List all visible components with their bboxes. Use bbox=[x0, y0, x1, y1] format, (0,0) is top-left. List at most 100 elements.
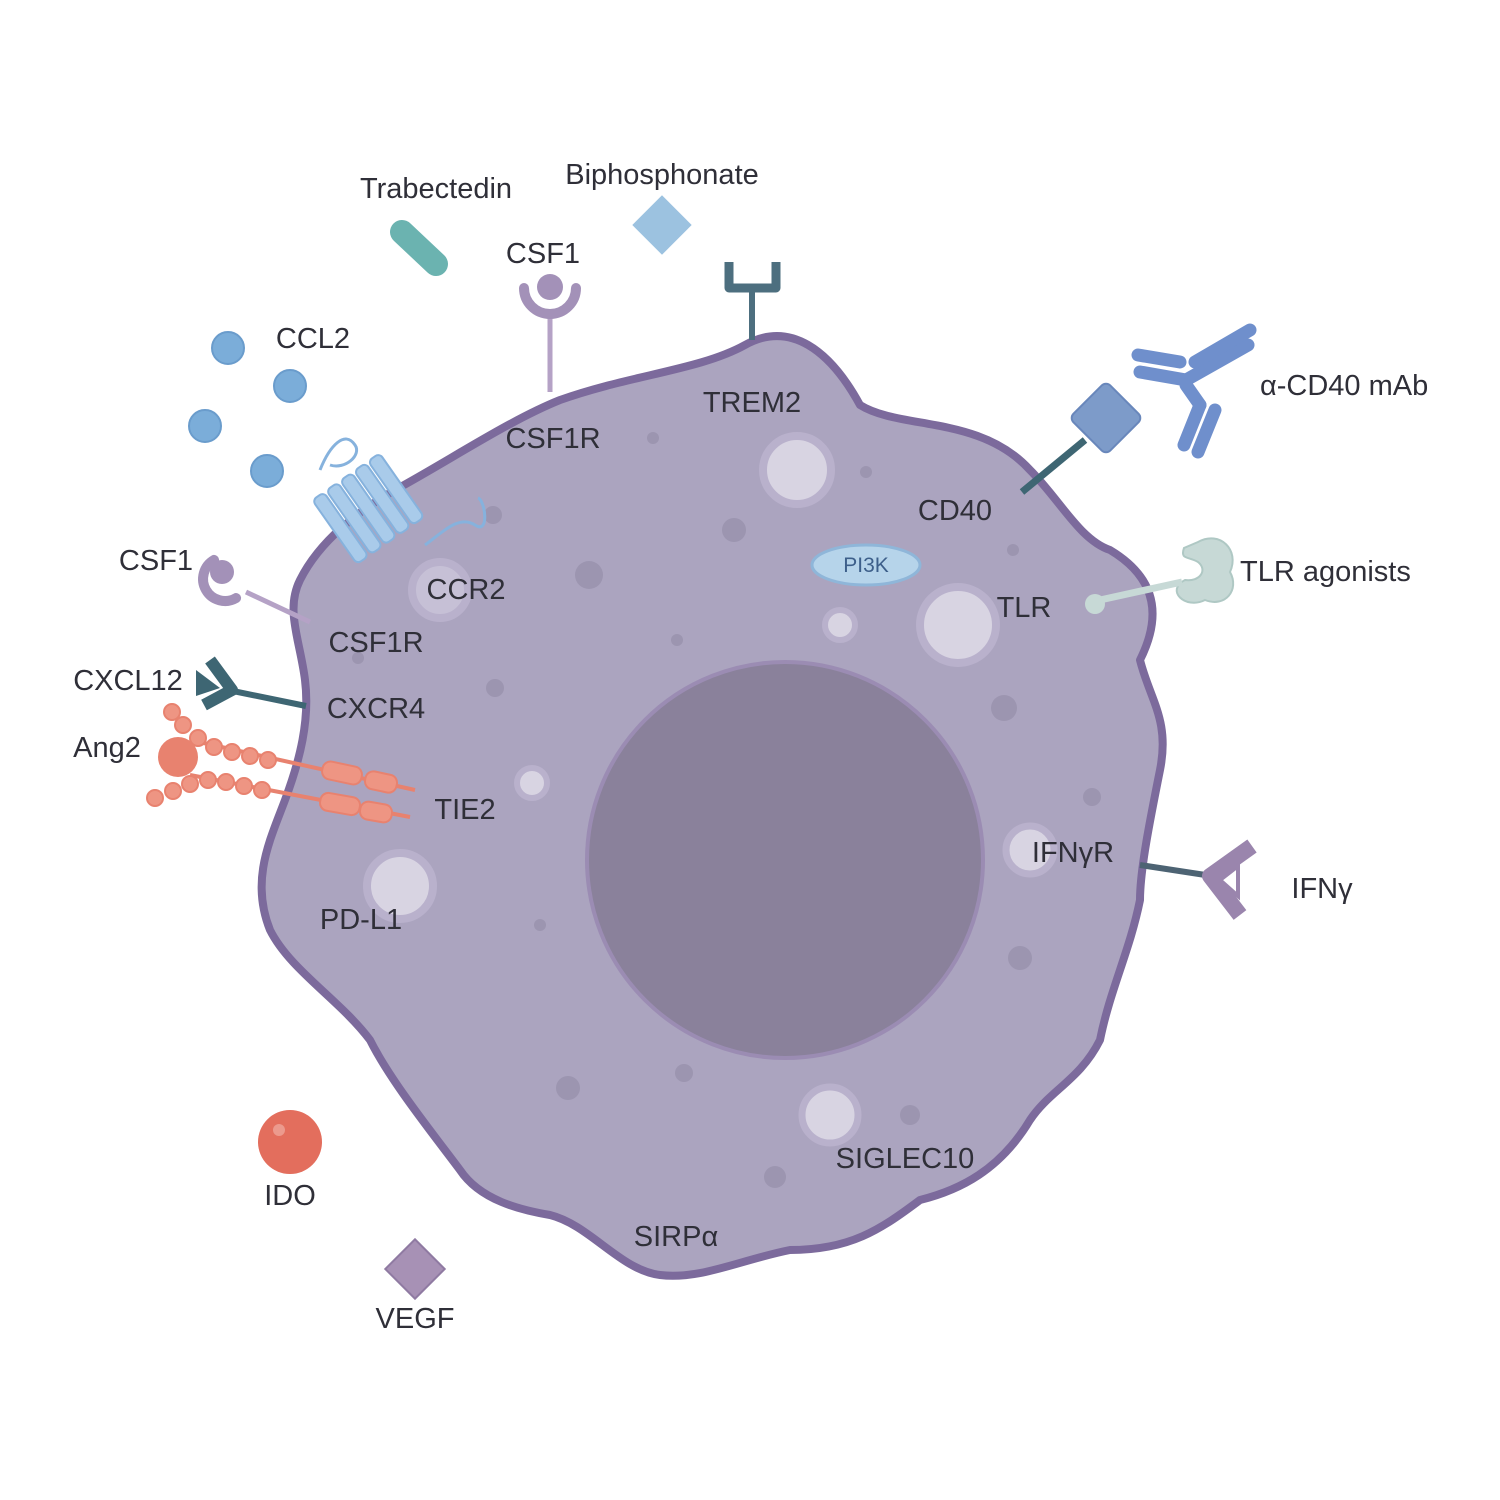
csf1-left-ligand-icon bbox=[210, 560, 234, 584]
tie2-domain bbox=[358, 800, 394, 824]
ifngr-receptor-icon bbox=[1202, 839, 1257, 920]
tie2-bead bbox=[223, 743, 241, 761]
csf1r-left-stalk bbox=[244, 589, 312, 625]
granule bbox=[486, 679, 504, 697]
tie2-bead-chain bbox=[146, 703, 277, 807]
tie2-bead bbox=[235, 777, 253, 795]
cxcr4-label: CXCR4 bbox=[327, 693, 425, 725]
cd40-label: CD40 bbox=[918, 495, 992, 527]
pi3k-enzyme bbox=[810, 543, 922, 587]
acd40-label: α-CD40 mAb bbox=[1260, 370, 1428, 402]
granule bbox=[900, 1105, 920, 1125]
ang2-label: Ang2 bbox=[73, 732, 141, 764]
pdl1-label: PD-L1 bbox=[320, 904, 402, 936]
ccl2-chemokine-icon bbox=[273, 369, 307, 403]
ccl2-label: CCL2 bbox=[276, 323, 350, 355]
ccr2-helix bbox=[368, 454, 424, 525]
tie2-bead bbox=[241, 747, 259, 765]
tie2-domain bbox=[321, 760, 363, 786]
ccr2-helix bbox=[313, 493, 368, 564]
ccr2-helix bbox=[341, 473, 396, 544]
tie2-bead bbox=[146, 789, 164, 807]
biphosphonate-label: Biphosphonate bbox=[565, 159, 759, 191]
ifng-label: IFNγ bbox=[1291, 873, 1353, 905]
trem2-receptor-icon bbox=[724, 262, 781, 293]
tie2-bead bbox=[259, 751, 277, 769]
csf1r-left-receptor-icon bbox=[198, 554, 242, 606]
granule bbox=[534, 919, 546, 931]
tie2-bead bbox=[181, 775, 199, 793]
granule bbox=[484, 506, 502, 524]
vegf-label: VEGF bbox=[376, 1303, 455, 1335]
tie2-bead bbox=[164, 782, 182, 800]
vesicle bbox=[759, 432, 835, 508]
antibody-light-chain bbox=[1131, 348, 1187, 369]
granule bbox=[675, 1064, 693, 1082]
csf1r-top-label: CSF1R bbox=[505, 423, 600, 455]
trabectedin-label: Trabectedin bbox=[360, 173, 512, 205]
csf1r-left-label: CSF1R bbox=[328, 627, 423, 659]
trem2-label: TREM2 bbox=[703, 387, 801, 419]
ang2-ligand-icon bbox=[158, 737, 198, 777]
cd40-stalk bbox=[1019, 437, 1088, 495]
ifngr-stalk bbox=[1139, 862, 1213, 879]
antibody-stem bbox=[1191, 403, 1222, 459]
granule bbox=[647, 432, 659, 444]
vesicle bbox=[798, 1083, 862, 1147]
ccr2-receptor-icon bbox=[313, 454, 424, 564]
cxcl12-label: CXCL12 bbox=[73, 665, 183, 697]
tlr-receptor-icon bbox=[1085, 594, 1105, 614]
nucleus bbox=[585, 660, 985, 1060]
cxcl12-chemokine-icon bbox=[196, 670, 220, 696]
trabectedin-drug-icon bbox=[390, 220, 448, 276]
tie2-bead bbox=[253, 781, 271, 799]
tie2-bead bbox=[217, 773, 235, 791]
granule bbox=[722, 518, 746, 542]
tlr-agonist-stalk bbox=[1099, 578, 1183, 604]
ccr2-helix bbox=[327, 483, 382, 554]
cxcr4-receptor-icon bbox=[201, 656, 238, 711]
antibody-icon bbox=[1131, 323, 1257, 459]
ccl2-chemokine-icon bbox=[250, 454, 284, 488]
pi3k-label: PI3K bbox=[843, 554, 889, 577]
ido-enzyme-icon bbox=[258, 1110, 322, 1174]
csf1r-top-receptor-icon bbox=[519, 283, 581, 319]
ifng-ligand-icon bbox=[1216, 861, 1240, 901]
ccr2-label: CCR2 bbox=[427, 574, 506, 606]
ido-label: IDO bbox=[264, 1180, 316, 1212]
tie2-bead bbox=[174, 716, 192, 734]
vesicle bbox=[1002, 822, 1058, 878]
granule bbox=[671, 634, 683, 646]
tlr-agonists-label: TLR agonists bbox=[1240, 556, 1411, 588]
tie2-bead bbox=[199, 771, 217, 789]
granule bbox=[1008, 946, 1032, 970]
antibody-light-chain bbox=[1188, 323, 1257, 369]
vegf-icon bbox=[383, 1237, 447, 1301]
antibody-heavy-chain bbox=[1179, 338, 1255, 387]
ccr2-helix bbox=[355, 463, 410, 534]
tie2-bead bbox=[189, 729, 207, 747]
ccl2-chemokine-icon bbox=[211, 331, 245, 365]
tie2-bead bbox=[163, 703, 181, 721]
vesicle bbox=[916, 583, 1000, 667]
siglec10-label: SIGLEC10 bbox=[836, 1143, 975, 1175]
antibody-stem bbox=[1177, 398, 1207, 452]
csf1-top-ligand-icon bbox=[537, 274, 563, 300]
cd40-receptor-icon bbox=[1070, 382, 1142, 454]
granule bbox=[1007, 544, 1019, 556]
vesicle bbox=[822, 607, 858, 643]
granule bbox=[764, 1166, 786, 1188]
granules bbox=[352, 432, 1101, 1188]
antibody-heavy-chain bbox=[1133, 365, 1193, 387]
granule bbox=[860, 466, 872, 478]
ccr2-tail bbox=[424, 496, 487, 547]
vesicle bbox=[408, 558, 472, 622]
csf1-left-label: CSF1 bbox=[119, 545, 193, 577]
tie2-label: TIE2 bbox=[434, 794, 495, 826]
granule bbox=[556, 1076, 580, 1100]
tie2-bead bbox=[205, 738, 223, 756]
sirpa-label: SIRPα bbox=[634, 1221, 718, 1253]
tie2-domain bbox=[363, 770, 399, 794]
